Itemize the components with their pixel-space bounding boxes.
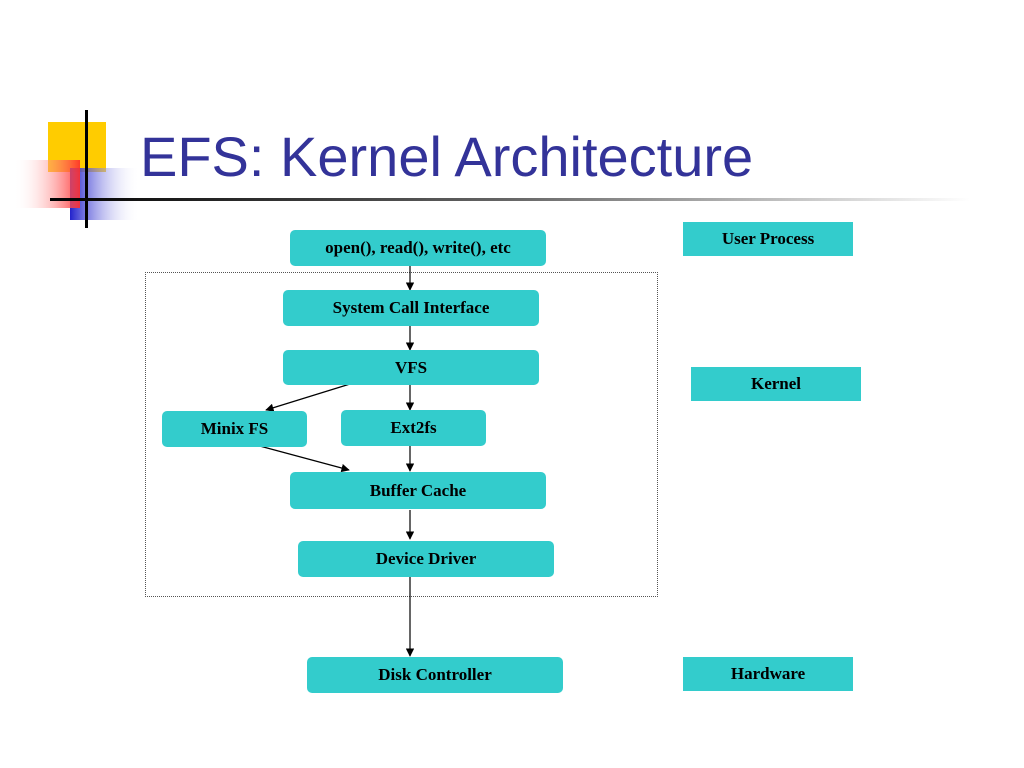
- kernel-boundary: [145, 272, 658, 597]
- blue-square: [70, 168, 140, 220]
- slide-title: EFS: Kernel Architecture: [140, 125, 754, 188]
- minix-fs-node: Minix FS: [162, 411, 307, 447]
- vfs-node: VFS: [283, 350, 539, 385]
- syscalls-node: open(), read(), write(), etc: [290, 230, 546, 266]
- system-call-interface-node: System Call Interface: [283, 290, 539, 326]
- user-process-label: User Process: [683, 222, 853, 256]
- hardware-label: Hardware: [683, 657, 853, 691]
- kernel-label: Kernel: [691, 367, 861, 401]
- ext2fs-node: Ext2fs: [341, 410, 486, 446]
- device-driver-node: Device Driver: [298, 541, 554, 577]
- disk-controller-node: Disk Controller: [307, 657, 563, 693]
- buffer-cache-node: Buffer Cache: [290, 472, 546, 509]
- horizontal-rule: [50, 198, 970, 201]
- vertical-rule: [85, 110, 88, 228]
